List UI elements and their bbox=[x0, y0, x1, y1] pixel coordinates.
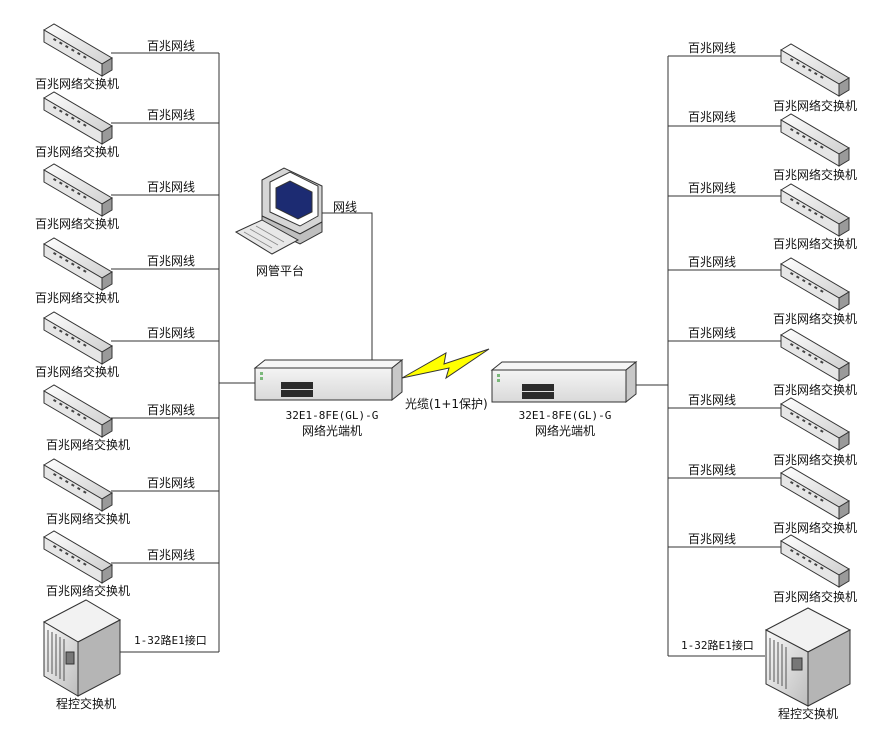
left-link-label: 百兆网线 bbox=[147, 39, 196, 53]
left-switch-label: 百兆网络交换机 bbox=[34, 365, 120, 379]
left-transceiver-icon bbox=[253, 358, 404, 402]
right-switch-label: 百兆网络交换机 bbox=[772, 237, 858, 251]
right-switch-label: 百兆网络交换机 bbox=[772, 168, 858, 182]
left-link-label: 百兆网线 bbox=[147, 476, 196, 490]
left-link-label: 百兆网线 bbox=[147, 254, 196, 268]
nms-link bbox=[322, 212, 373, 362]
right-e1-interface-label: 1-32路E1接口 bbox=[681, 639, 754, 652]
right-link-label: 百兆网线 bbox=[688, 255, 737, 269]
left-switch-label: 百兆网络交换机 bbox=[45, 512, 131, 526]
right-link-label: 百兆网线 bbox=[688, 41, 737, 55]
right-switch-icon bbox=[780, 328, 850, 382]
right-switch-icon bbox=[780, 113, 850, 167]
left-switch-label: 百兆网络交换机 bbox=[34, 291, 120, 305]
left-link-label: 百兆网线 bbox=[147, 403, 196, 417]
right-pbx-icon bbox=[764, 607, 852, 707]
right-link-label: 百兆网线 bbox=[688, 393, 737, 407]
nms-label: 网管平台 bbox=[255, 264, 305, 278]
left-bus bbox=[111, 52, 255, 653]
left-switch-label: 百兆网络交换机 bbox=[34, 145, 120, 159]
left-switch-icon bbox=[43, 91, 113, 145]
right-link-label: 百兆网线 bbox=[688, 463, 737, 477]
right-switch-label: 百兆网络交换机 bbox=[772, 383, 858, 397]
left-pbx-label: 程控交换机 bbox=[55, 697, 117, 711]
left-transceiver-name: 网络光端机 bbox=[301, 424, 363, 438]
right-switch-icon bbox=[780, 397, 850, 451]
right-transceiver-model: 32E1-8FE(GL)-G bbox=[518, 409, 612, 422]
left-switch-label: 百兆网络交换机 bbox=[45, 438, 131, 452]
left-pbx-icon bbox=[42, 599, 122, 697]
right-link-label: 百兆网线 bbox=[688, 110, 737, 124]
left-switch-label: 百兆网络交换机 bbox=[34, 217, 120, 231]
right-switch-label: 百兆网络交换机 bbox=[772, 453, 858, 467]
left-switch-icon bbox=[43, 530, 113, 584]
right-switch-icon bbox=[780, 43, 850, 97]
left-switch-icon bbox=[43, 458, 113, 512]
left-switch-icon bbox=[43, 237, 113, 291]
fiber-lightning-icon bbox=[401, 348, 490, 380]
right-switch-label: 百兆网络交换机 bbox=[772, 312, 858, 326]
left-e1-interface-label: 1-32路E1接口 bbox=[134, 634, 207, 647]
right-switch-icon bbox=[780, 534, 850, 588]
right-link-label: 百兆网线 bbox=[688, 532, 737, 546]
left-switch-label: 百兆网络交换机 bbox=[34, 77, 120, 91]
right-switch-icon bbox=[780, 183, 850, 237]
nms-link-label: 网线 bbox=[333, 200, 358, 214]
left-link-label: 百兆网线 bbox=[147, 326, 196, 340]
right-link-label: 百兆网线 bbox=[688, 181, 737, 195]
left-switch-icon bbox=[43, 311, 113, 365]
left-switch-icon bbox=[43, 384, 113, 438]
right-bus bbox=[636, 55, 781, 657]
right-switch-label: 百兆网络交换机 bbox=[772, 521, 858, 535]
left-link-label: 百兆网线 bbox=[147, 180, 196, 194]
left-switch-icon bbox=[43, 23, 113, 77]
left-switch-icon bbox=[43, 163, 113, 217]
left-transceiver-model: 32E1-8FE(GL)-G bbox=[285, 409, 379, 422]
left-link-label: 百兆网线 bbox=[147, 108, 196, 122]
right-pbx-label: 程控交换机 bbox=[777, 707, 839, 721]
nms-computer-icon bbox=[234, 167, 323, 255]
fiber-label: 光缆(1+1保护) bbox=[405, 397, 488, 411]
right-switch-label: 百兆网络交换机 bbox=[772, 590, 858, 604]
right-link-label: 百兆网线 bbox=[688, 326, 737, 340]
right-switch-label: 百兆网络交换机 bbox=[772, 99, 858, 113]
right-transceiver-name: 网络光端机 bbox=[534, 424, 596, 438]
right-transceiver-icon bbox=[490, 360, 638, 404]
right-switch-icon bbox=[780, 466, 850, 520]
left-switch-label: 百兆网络交换机 bbox=[45, 584, 131, 598]
left-link-label: 百兆网线 bbox=[147, 548, 196, 562]
right-switch-icon bbox=[780, 257, 850, 311]
